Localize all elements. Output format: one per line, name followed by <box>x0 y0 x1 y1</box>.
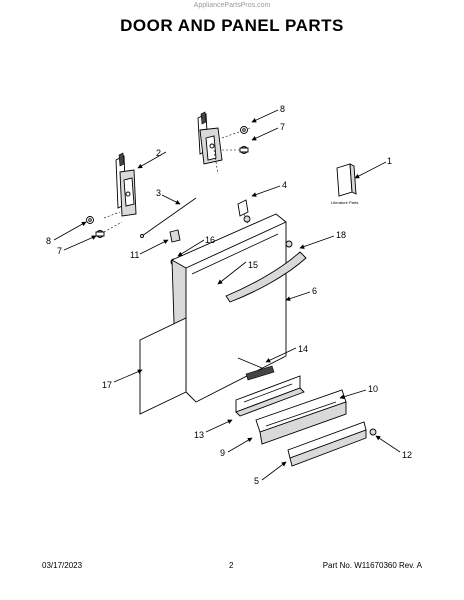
callout-17: 17 <box>102 380 112 390</box>
callout-14: 14 <box>298 344 308 354</box>
callout-16: 16 <box>205 235 215 245</box>
toe-panel <box>287 421 367 467</box>
callout-15: 15 <box>248 260 258 270</box>
control-panel <box>235 375 305 417</box>
callout-3: 3 <box>156 188 161 198</box>
screw-washer-upper <box>239 126 249 154</box>
callout-8-upper: 8 <box>280 104 285 114</box>
callout-18: 18 <box>336 230 346 240</box>
door-handle <box>225 251 307 303</box>
callout-10: 10 <box>368 384 378 394</box>
watermark: AppliancePartsPros.com <box>193 2 271 9</box>
leader-lines <box>53 109 401 481</box>
callout-2: 2 <box>156 148 161 158</box>
callout-6: 6 <box>312 286 317 296</box>
door-cable <box>140 197 197 238</box>
callout-8-lower: 8 <box>46 236 51 246</box>
footer-page-number: 2 <box>229 561 234 570</box>
literature-label: Literature Parts <box>331 200 358 205</box>
callout-13: 13 <box>194 430 204 440</box>
brand-badge <box>237 357 275 381</box>
hinge-left <box>103 152 137 233</box>
callout-5: 5 <box>254 476 259 486</box>
callout-9: 9 <box>220 448 225 458</box>
callout-1: 1 <box>387 156 392 166</box>
hinge-right <box>197 111 251 175</box>
toe-screw <box>369 428 377 436</box>
insulation-panel <box>139 317 187 415</box>
callout-4: 4 <box>282 180 287 190</box>
callout-7-upper: 7 <box>280 122 285 132</box>
callout-7-lower: 7 <box>57 246 62 256</box>
callout-11: 11 <box>130 250 139 260</box>
page-title: DOOR AND PANEL PARTS <box>120 16 344 35</box>
callout-12: 12 <box>402 450 412 460</box>
clip <box>169 229 181 243</box>
console-assembly <box>255 389 347 445</box>
literature-parts: Literature Parts <box>331 163 358 205</box>
footer-date: 03/17/2023 <box>42 561 83 570</box>
screw-washer-lower <box>86 216 105 238</box>
footer-part-info: Part No. W11670360 Rev. A <box>322 561 422 570</box>
callouts: 1 2 3 4 5 6 7 7 8 8 9 10 11 12 13 14 15 … <box>46 104 412 486</box>
